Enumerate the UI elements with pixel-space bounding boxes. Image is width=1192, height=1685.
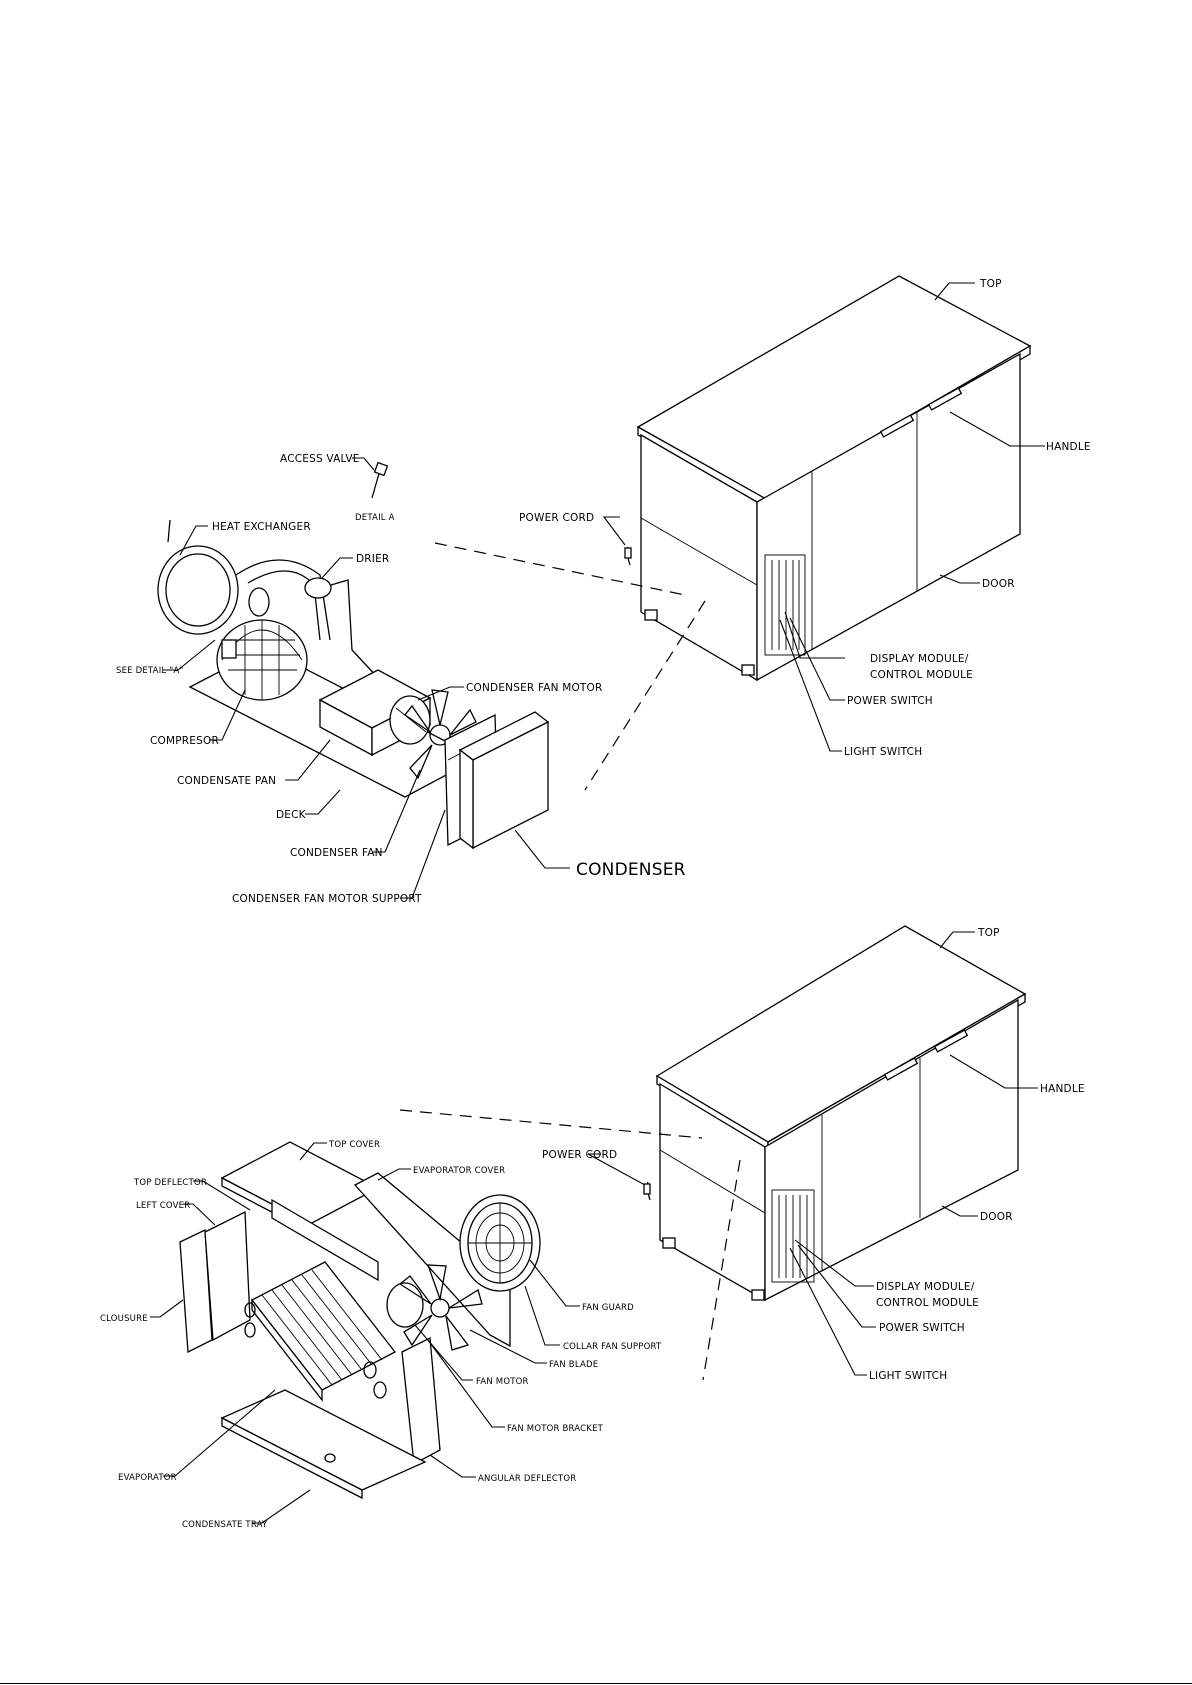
label-clousure: CLOUSURE xyxy=(100,1314,148,1324)
label-condenser: CONDENSER xyxy=(576,860,686,880)
label-left-cover: LEFT COVER xyxy=(136,1201,190,1211)
lower-leader-lines xyxy=(150,931,1038,1524)
label-see-detail-a: SEE DETAIL "A" xyxy=(116,666,183,676)
upper-cabinet xyxy=(624,275,1032,682)
label-evaporator-cover: EVAPORATOR COVER xyxy=(413,1166,505,1176)
label-door: DOOR xyxy=(980,1211,1013,1223)
label-control-module: CONTROL MODULE xyxy=(876,1297,979,1309)
label-top: TOP xyxy=(979,278,1002,290)
label-fan-blade: FAN BLADE xyxy=(549,1360,598,1370)
label-door: DOOR xyxy=(982,578,1015,590)
projection-line xyxy=(584,600,706,791)
label-condensate-pan: CONDENSATE PAN xyxy=(177,775,276,787)
label-angular-deflector: ANGULAR DEFLECTOR xyxy=(478,1474,576,1484)
label-handle: HANDLE xyxy=(1046,441,1091,453)
label-evaporator: EVAPORATOR xyxy=(118,1473,177,1483)
label-drier: DRIER xyxy=(356,553,389,565)
vent-grille xyxy=(771,1189,815,1283)
label-heat-exchanger: HEAT EXCHANGER xyxy=(212,521,311,533)
label-detail-a: DETAIL A xyxy=(355,513,395,523)
label-condensate-tray: CONDENSATE TRAY xyxy=(182,1520,268,1530)
label-power-switch: POWER SWITCH xyxy=(879,1322,965,1334)
label-collar-fan-support: COLLAR FAN SUPPORT xyxy=(563,1342,662,1352)
label-access-valve: ACCESS VALVE xyxy=(280,453,360,465)
lower-assembly: TOP HANDLE DOOR POWER CORD DISPLAY MODUL… xyxy=(100,925,1085,1530)
projection-line xyxy=(399,1109,703,1139)
label-fan-motor-bracket: FAN MOTOR BRACKET xyxy=(507,1424,604,1434)
label-control-module: CONTROL MODULE xyxy=(870,669,973,681)
label-top-cover: TOP COVER xyxy=(328,1140,380,1150)
label-display-module: DISPLAY MODULE/ xyxy=(870,653,969,665)
evaporator-coil xyxy=(244,1261,396,1402)
label-fan-motor: FAN MOTOR xyxy=(476,1377,529,1387)
upper-refrigeration-parts xyxy=(157,461,550,850)
page-bottom-rule xyxy=(0,1683,1192,1684)
label-fan-guard: FAN GUARD xyxy=(582,1303,634,1313)
upper-assembly: TOP HANDLE DOOR POWER CORD DISPLAY MODUL… xyxy=(116,275,1091,905)
label-handle: HANDLE xyxy=(1040,1083,1085,1095)
upper-leader-lines xyxy=(163,282,1045,899)
label-power-cord: POWER CORD xyxy=(542,1149,617,1161)
label-deck: DECK xyxy=(276,809,307,821)
lower-evaporator-parts xyxy=(179,1141,541,1500)
label-compresor: COMPRESOR xyxy=(150,735,219,747)
label-top-deflector: TOP DEFLECTOR xyxy=(133,1178,207,1188)
label-display-module: DISPLAY MODULE/ xyxy=(876,1281,975,1293)
label-light-switch: LIGHT SWITCH xyxy=(869,1370,947,1382)
label-power-switch: POWER SWITCH xyxy=(847,695,933,707)
label-condenser-fan-motor: CONDENSER FAN MOTOR xyxy=(466,682,603,694)
label-light-switch: LIGHT SWITCH xyxy=(844,746,922,758)
projection-line xyxy=(434,542,686,596)
label-top: TOP xyxy=(977,927,1000,939)
lower-labels: TOP HANDLE DOOR POWER CORD DISPLAY MODUL… xyxy=(100,927,1085,1530)
label-condenser-fan-motor-support: CONDENSER FAN MOTOR SUPPORT xyxy=(232,893,422,905)
upper-labels: TOP HANDLE DOOR POWER CORD DISPLAY MODUL… xyxy=(116,278,1091,905)
projection-line xyxy=(702,1159,741,1381)
label-power-cord: POWER CORD xyxy=(519,512,594,524)
lower-cabinet xyxy=(643,925,1027,1302)
label-condenser-fan: CONDENSER FAN xyxy=(290,847,383,859)
evaporator-fan-blade xyxy=(398,1264,483,1351)
